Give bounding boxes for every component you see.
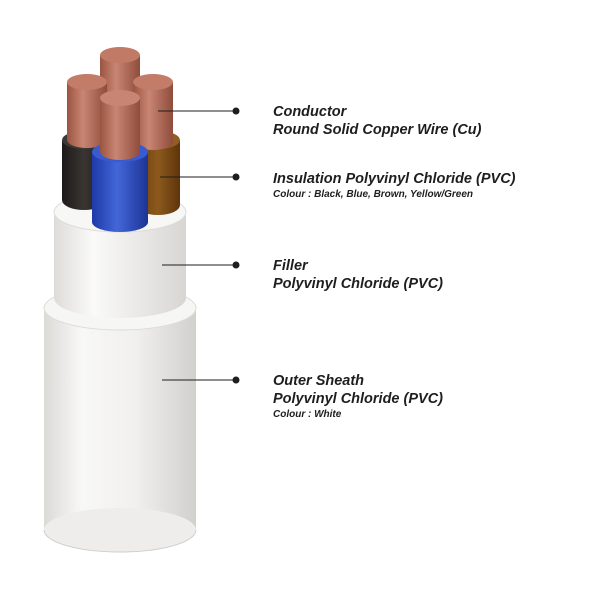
insulation-colour-note: Colour : Black, Blue, Brown, Yellow/Gree… (273, 189, 474, 200)
insulation-label: Insulation Polyvinyl Chloride (PVC) Colo… (273, 170, 516, 202)
copper-conductor-front (100, 90, 140, 160)
outer-sheath-callout-dot (232, 376, 240, 384)
outer-sheath-label: Outer Sheath Polyvinyl Chloride (PVC) Co… (273, 372, 443, 422)
copper-conductor-left (67, 74, 107, 148)
conductor-label-material: Round Solid Copper Wire (Cu) (273, 122, 482, 138)
conductor-callout-dot (232, 107, 240, 115)
conductor-label: Conductor Round Solid Copper Wire (Cu) (273, 103, 482, 139)
outer-sheath-label-material: Polyvinyl Chloride (PVC) (273, 391, 443, 407)
copper-conductor-right (133, 74, 173, 150)
filler-label-material: Polyvinyl Chloride (PVC) (273, 276, 443, 292)
conductor-label-title: Conductor (273, 104, 347, 120)
insulation-callout-dot (232, 173, 240, 181)
filler-label-title: Filler (273, 258, 308, 274)
outer-sheath-colour-note: Colour : White (273, 409, 342, 420)
insulation-label-title: Insulation Polyvinyl Chloride (PVC) (273, 171, 516, 187)
callout-dots (232, 107, 240, 384)
filler-callout-dot (232, 261, 240, 269)
filler-label: Filler Polyvinyl Chloride (PVC) (273, 257, 443, 293)
callout-lines (158, 110, 236, 381)
outer-sheath-label-title: Outer Sheath (273, 373, 365, 389)
outer-sheath-part (43, 285, 197, 553)
